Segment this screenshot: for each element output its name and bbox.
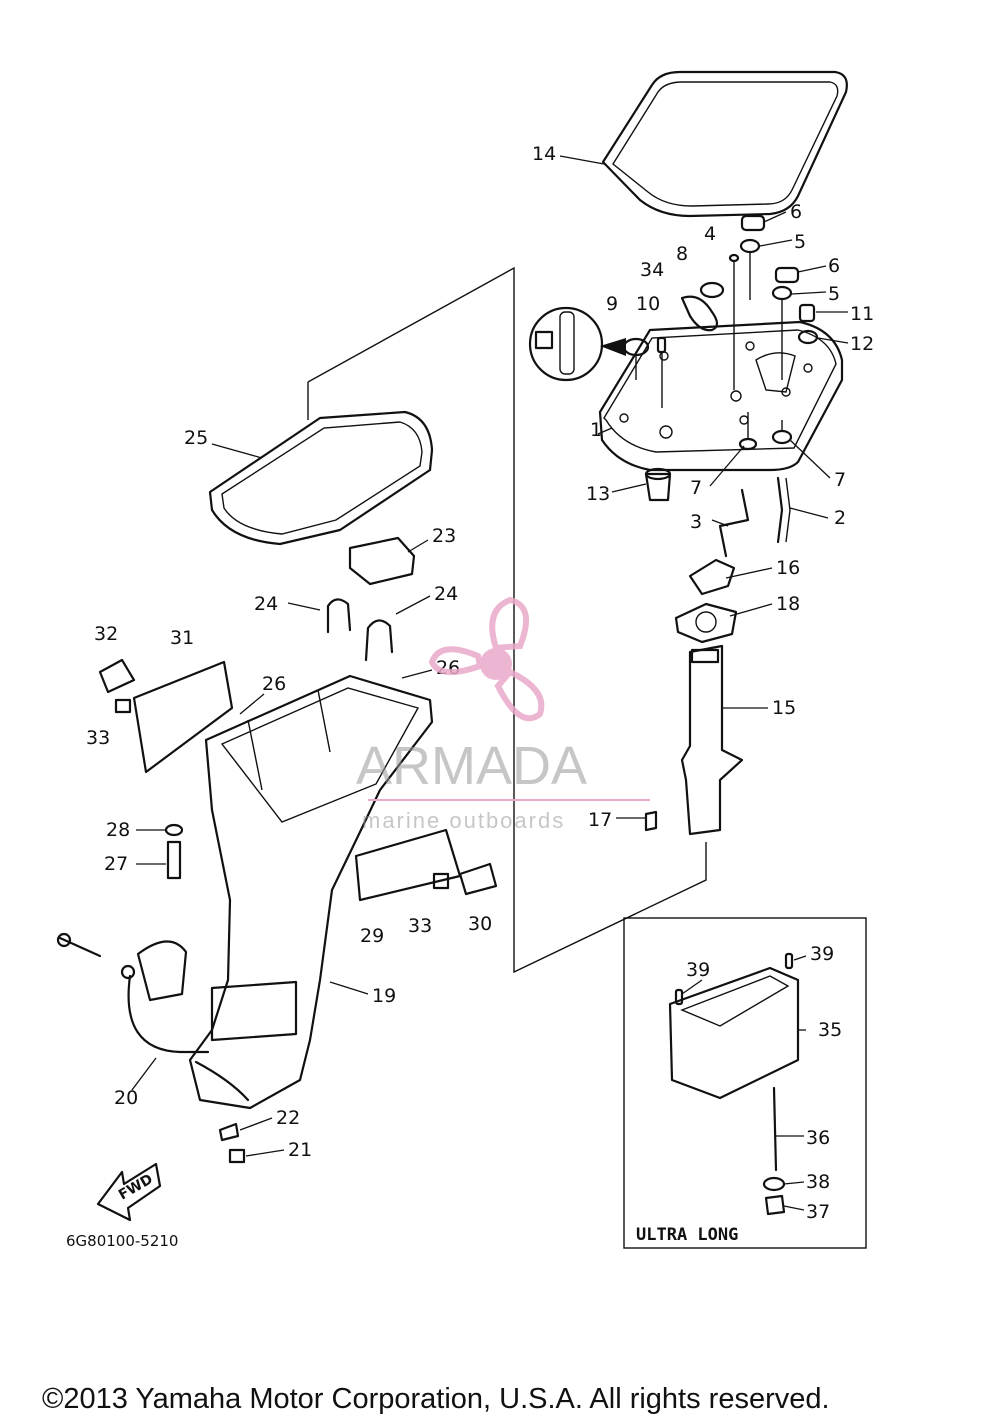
watermark-tagline: marine outboards bbox=[362, 808, 565, 833]
part-gasket-25 bbox=[208, 410, 434, 546]
callout-9: 9 bbox=[606, 293, 618, 315]
leader-lines bbox=[131, 155, 849, 1211]
callout-23: 23 bbox=[432, 525, 456, 547]
callout-14: 14 bbox=[532, 143, 556, 165]
callout-16: 16 bbox=[776, 557, 800, 579]
callout-28: 28 bbox=[106, 819, 130, 841]
callout-36: 36 bbox=[806, 1127, 830, 1149]
callout-34: 34 bbox=[640, 259, 664, 281]
callout-11: 11 bbox=[850, 303, 874, 325]
callout-27: 27 bbox=[104, 853, 128, 875]
callout-29: 29 bbox=[360, 925, 384, 947]
callout-33a: 33 bbox=[86, 727, 110, 749]
bracket-clips bbox=[326, 536, 416, 662]
callout-4: 4 bbox=[704, 223, 716, 245]
callout-39b: 39 bbox=[810, 943, 834, 965]
callout-37: 37 bbox=[806, 1201, 830, 1223]
diagram-code: 6G80100-5210 bbox=[66, 1232, 178, 1250]
callout-10: 10 bbox=[636, 293, 660, 315]
propeller-logo-icon bbox=[428, 596, 545, 722]
callout-32: 32 bbox=[94, 623, 118, 645]
copyright-notice: ©2013 Yamaha Motor Corporation, U.S.A. A… bbox=[42, 1383, 830, 1415]
callout-3: 3 bbox=[690, 511, 702, 533]
callout-8: 8 bbox=[676, 243, 688, 265]
part-seal-14 bbox=[601, 70, 848, 218]
callout-12: 12 bbox=[850, 333, 874, 355]
callout-18: 18 bbox=[776, 593, 800, 615]
callout-30: 30 bbox=[468, 913, 492, 935]
callout-13: 13 bbox=[586, 483, 610, 505]
callout-24a: 24 bbox=[254, 593, 278, 615]
callout-2: 2 bbox=[834, 507, 846, 529]
ground-lead bbox=[56, 698, 450, 1164]
callout-22: 22 bbox=[276, 1107, 300, 1129]
part-mount-plate-1 bbox=[598, 320, 844, 472]
callout-17: 17 bbox=[588, 809, 612, 831]
callout-7b: 7 bbox=[834, 469, 846, 491]
callout-26a: 26 bbox=[262, 673, 286, 695]
watermark: ARMADA marine outboards bbox=[356, 596, 650, 833]
callout-31: 31 bbox=[170, 627, 194, 649]
callout-19: 19 bbox=[372, 985, 396, 1007]
callout-39a: 39 bbox=[686, 959, 710, 981]
callout-6a: 6 bbox=[790, 201, 802, 223]
callout-labels: 1 2 3 4 5 5 6 6 7 7 8 9 10 11 12 13 14 1… bbox=[86, 143, 874, 1223]
ultra-long-inset: ULTRA LONG bbox=[623, 917, 867, 1249]
callout-21: 21 bbox=[288, 1139, 312, 1161]
callout-25: 25 bbox=[184, 427, 208, 449]
hoses bbox=[718, 476, 791, 558]
exhaust-assembly bbox=[644, 558, 744, 836]
fwd-arrow-icon: FWD bbox=[96, 1162, 162, 1222]
side-covers bbox=[98, 658, 498, 902]
callout-35: 35 bbox=[818, 1019, 842, 1041]
callout-24b: 24 bbox=[434, 583, 458, 605]
part-upper-casing-19 bbox=[188, 674, 434, 1110]
callout-20: 20 bbox=[114, 1087, 138, 1109]
hardware-right bbox=[728, 214, 819, 451]
callout-7a: 7 bbox=[690, 477, 702, 499]
callout-1: 1 bbox=[590, 419, 602, 441]
watermark-brand: ARMADA bbox=[356, 736, 587, 796]
detail-inset bbox=[528, 306, 626, 382]
ultra-long-label: ULTRA LONG bbox=[636, 1225, 738, 1245]
callout-33b: 33 bbox=[408, 915, 432, 937]
callout-5a: 5 bbox=[794, 231, 806, 253]
reference-lines bbox=[307, 266, 707, 974]
callout-38: 38 bbox=[806, 1171, 830, 1193]
callout-6b: 6 bbox=[828, 255, 840, 277]
callout-5b: 5 bbox=[828, 283, 840, 305]
callout-15: 15 bbox=[772, 697, 796, 719]
